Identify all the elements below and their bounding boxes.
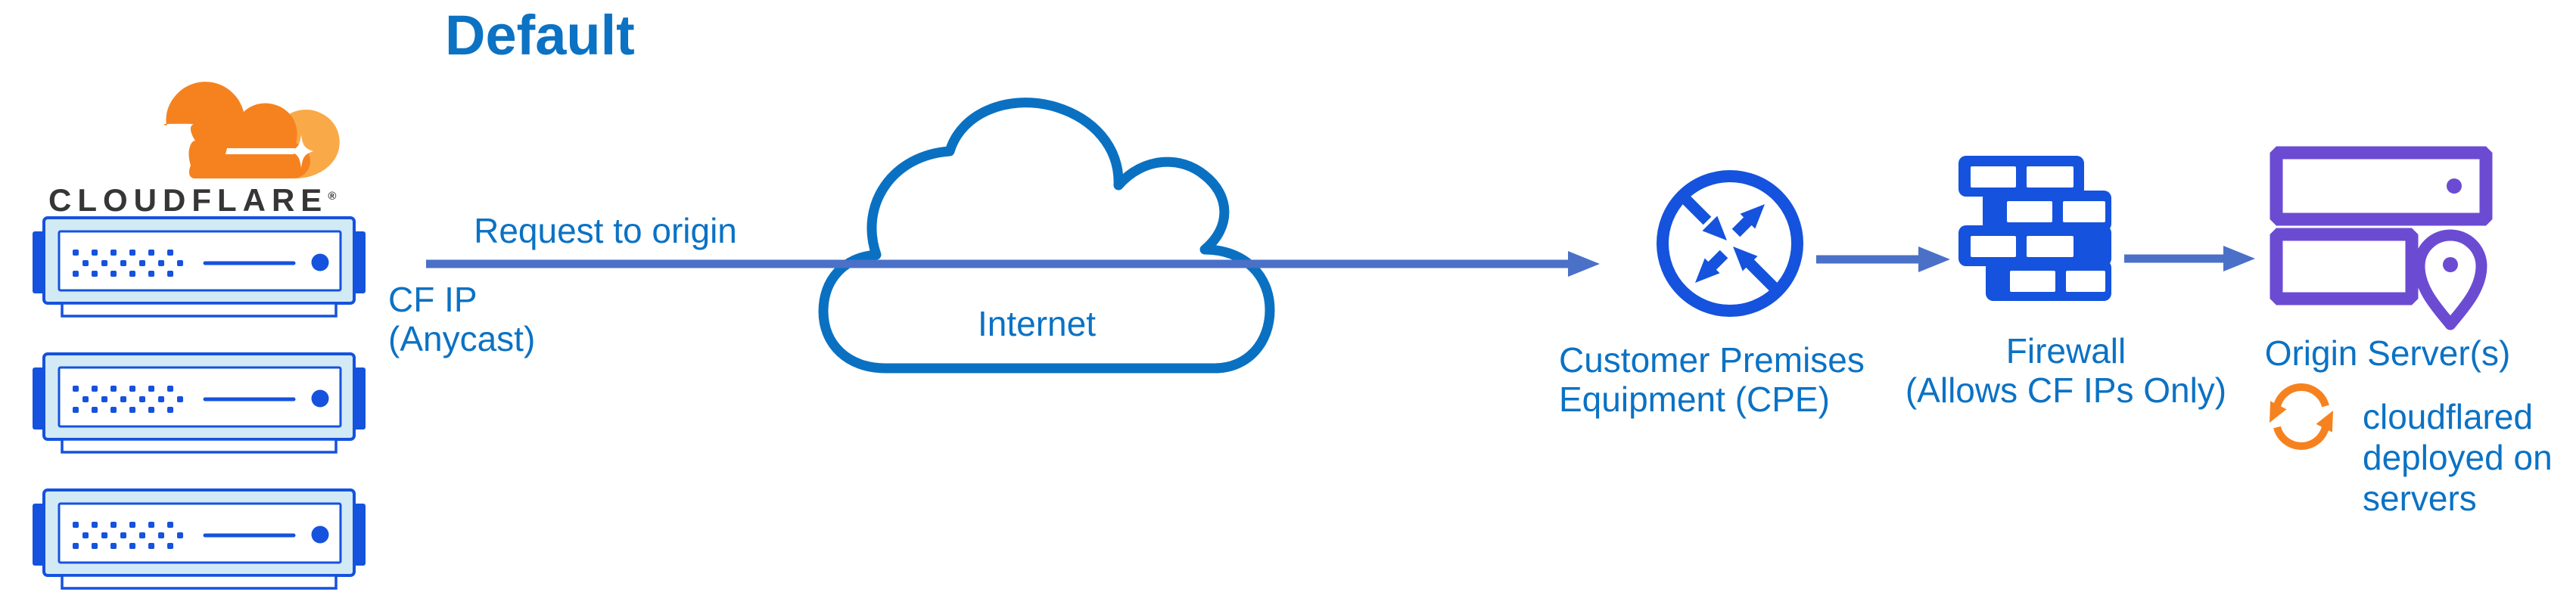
diagram-title: Default bbox=[445, 4, 635, 67]
cpe-label-line2: Equipment (CPE) bbox=[1559, 380, 1830, 419]
cloudflared-note: cloudflared deployed on servers bbox=[2363, 396, 2553, 519]
edge-server-icon bbox=[33, 354, 366, 452]
edge-server-stack-icon bbox=[33, 218, 366, 588]
cloudflare-wordmark: CLOUDFLARE® bbox=[48, 182, 337, 218]
firewall-label-line1: Firewall bbox=[2005, 331, 2126, 371]
firewall-brick-icon bbox=[1958, 156, 2111, 301]
cloudflared-note-line1: cloudflared bbox=[2363, 397, 2534, 436]
firewall-label: Firewall (Allows CF IPs Only) bbox=[1899, 331, 2232, 410]
edge-server-icon bbox=[33, 218, 366, 316]
cpe-router-icon bbox=[1657, 170, 1803, 317]
request-arrow-label: Request to origin bbox=[474, 211, 737, 250]
firewall-label-line2: (Allows CF IPs Only) bbox=[1905, 371, 2227, 410]
cpe-label-line1: Customer Premises bbox=[1559, 340, 1865, 380]
cloudflared-note-line2: deployed on bbox=[2363, 438, 2553, 477]
location-pin-icon bbox=[2413, 229, 2487, 330]
registered-mark: ® bbox=[328, 190, 337, 203]
origin-servers-label: Origin Server(s) bbox=[2264, 333, 2511, 373]
request-arrow bbox=[426, 251, 1600, 277]
origin-servers-location-icon bbox=[2270, 146, 2493, 330]
firewall-to-origin-arrow bbox=[2124, 246, 2255, 271]
cpe-label: Customer Premises Equipment (CPE) bbox=[1559, 340, 1865, 419]
cpe-to-firewall-arrow bbox=[1816, 247, 1950, 272]
cloudflared-note-line3: servers bbox=[2363, 479, 2477, 518]
cf-ip-line: CF IP bbox=[388, 280, 478, 319]
anycast-line: (Anycast) bbox=[388, 319, 536, 358]
edge-server-icon bbox=[33, 490, 366, 588]
cf-ip-anycast-label: CF IP (Anycast) bbox=[388, 280, 535, 358]
sync-arrows-icon bbox=[2270, 383, 2333, 450]
cloudflare-logo-icon bbox=[163, 82, 340, 178]
internet-label: Internet bbox=[978, 304, 1096, 343]
